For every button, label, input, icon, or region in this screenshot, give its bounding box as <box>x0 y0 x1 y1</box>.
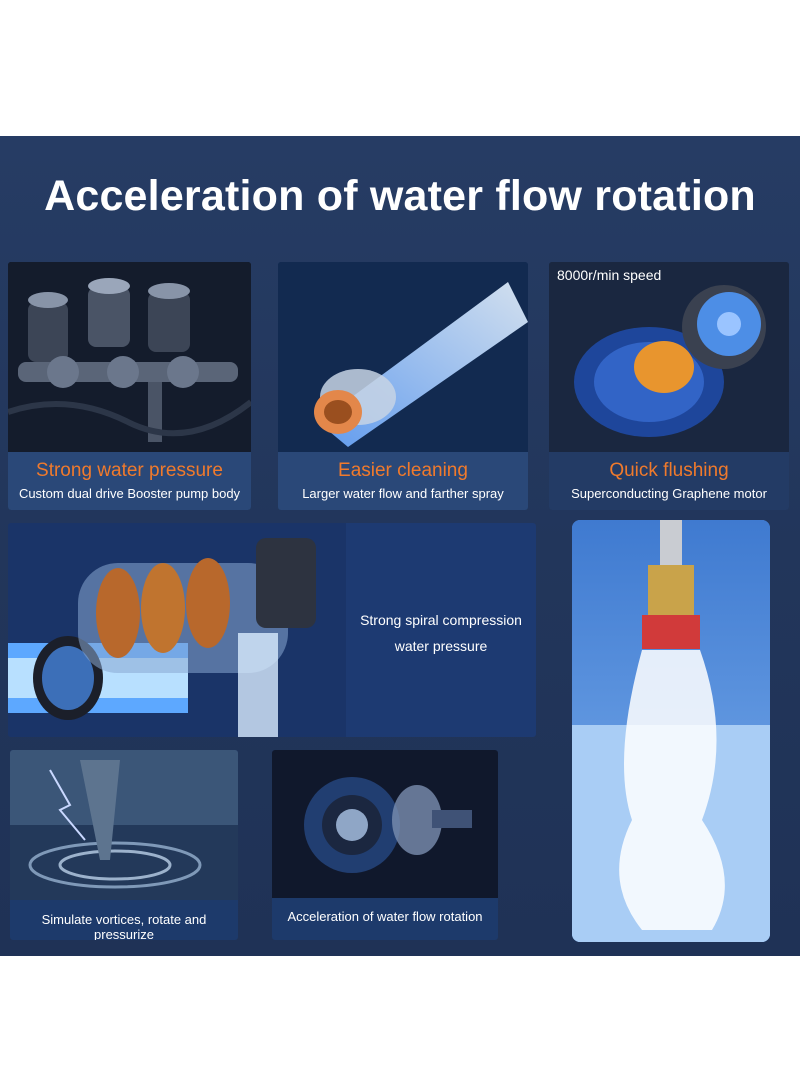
vortex-image <box>10 750 238 900</box>
motor-caption-box: Quick flushing Superconducting Graphene … <box>549 452 789 510</box>
pump-body-image <box>8 262 251 452</box>
card-title: Easier cleaning <box>338 460 468 481</box>
pump-caption-box: Strong water pressure Custom dual drive … <box>8 452 251 510</box>
speed-badge: 8000r/min speed <box>557 267 662 283</box>
cleaning-card: Easier cleaning Larger water flow and fa… <box>278 262 528 510</box>
water-spray-image <box>278 262 528 452</box>
motor-card: 8000r/min speed Quick flushing Supercond… <box>549 262 789 510</box>
card-subtitle: Custom dual drive Booster pump body <box>18 486 241 501</box>
card-title: Quick flushing <box>609 460 729 481</box>
graphene-motor-image <box>549 262 789 452</box>
page-title: Acceleration of water flow rotation <box>44 172 756 220</box>
vortex-caption: Simulate vortices, rotate and pressurize <box>41 912 207 940</box>
card-title: Strong water pressure <box>36 460 223 481</box>
spiral-compression-panel: Strong spiral compression water pressure <box>8 523 536 737</box>
spiral-text-line2: water pressure <box>394 638 488 654</box>
spiral-compression-image <box>8 523 346 737</box>
spiral-text-line1: Strong spiral compression <box>360 612 522 628</box>
card-subtitle: Superconducting Graphene motor <box>571 486 767 501</box>
pump-body-card: Strong water pressure Custom dual drive … <box>8 262 251 510</box>
acceleration-card: Acceleration of water flow rotation <box>272 750 498 940</box>
nozzle-spray-card <box>572 520 770 942</box>
cleaning-caption-box: Easier cleaning Larger water flow and fa… <box>278 452 528 510</box>
card-subtitle: Larger water flow and farther spray <box>302 486 504 501</box>
acceleration-image <box>272 750 498 898</box>
acceleration-caption: Acceleration of water flow rotation <box>287 909 483 924</box>
nozzle-spray-image <box>572 520 770 942</box>
vortex-card: Simulate vortices, rotate and pressurize <box>10 750 238 940</box>
